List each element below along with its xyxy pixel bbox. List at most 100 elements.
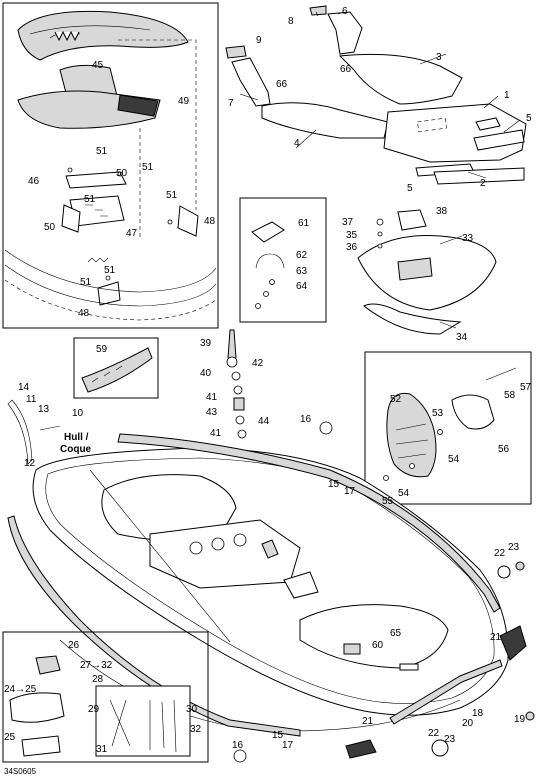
callout-5b: 5 bbox=[407, 183, 413, 194]
callout-26: 26 bbox=[68, 640, 80, 651]
callout-41b: 41 bbox=[210, 428, 222, 439]
callout-20: 20 bbox=[462, 718, 474, 729]
callout-50b: 50 bbox=[44, 222, 56, 233]
callout-63: 63 bbox=[296, 266, 308, 277]
callout-10: 10 bbox=[72, 408, 84, 419]
callout-15a: 15 bbox=[328, 479, 340, 490]
grate-part-56 bbox=[451, 394, 495, 430]
callout-5a: 5 bbox=[526, 113, 532, 124]
bracket-inset-59 bbox=[73, 337, 159, 399]
callout-57: 57 bbox=[520, 382, 532, 393]
callout-42: 42 bbox=[252, 358, 264, 369]
hull-label-line2: Coque bbox=[60, 444, 92, 455]
callout-37: 37 bbox=[342, 217, 354, 228]
mat-part-4 bbox=[261, 102, 389, 139]
callout-7: 7 bbox=[228, 98, 234, 109]
callout-19: 19 bbox=[514, 714, 526, 725]
callout-24: 24→25 bbox=[4, 684, 37, 695]
callout-3: 3 bbox=[436, 52, 442, 63]
callout-22b: 22 bbox=[428, 728, 440, 739]
callout-35: 35 bbox=[346, 230, 358, 241]
callout-22a: 22 bbox=[494, 548, 506, 559]
callout-59: 59 bbox=[96, 344, 108, 355]
handle-inset bbox=[239, 197, 327, 323]
figure-code: 34S0605 bbox=[4, 767, 37, 776]
callout-60: 60 bbox=[372, 640, 384, 651]
rub-rails bbox=[7, 399, 503, 737]
callout-43: 43 bbox=[206, 407, 218, 418]
callout-41a: 41 bbox=[206, 392, 218, 403]
callout-12: 12 bbox=[24, 458, 36, 469]
seat-storage-inset bbox=[2, 2, 219, 329]
mat-part-7 bbox=[231, 57, 271, 107]
callout-51a: 51 bbox=[96, 146, 108, 157]
callout-36: 36 bbox=[346, 242, 358, 253]
lower-right-fittings bbox=[233, 421, 535, 763]
callout-21a: 21 bbox=[490, 632, 502, 643]
callout-31: 31 bbox=[96, 744, 108, 755]
callout-17a: 17 bbox=[344, 486, 356, 497]
callout-25: 25 bbox=[4, 732, 16, 743]
storage-cover-group bbox=[357, 209, 497, 335]
callout-58: 58 bbox=[504, 390, 516, 401]
callout-17b: 17 bbox=[282, 740, 294, 751]
callout-65: 65 bbox=[390, 628, 402, 639]
drain-plug-group bbox=[226, 329, 247, 439]
grate-part-52 bbox=[386, 392, 437, 478]
callout-28: 28 bbox=[92, 674, 104, 685]
callout-34: 34 bbox=[456, 332, 468, 343]
callout-18: 18 bbox=[472, 708, 484, 719]
callout-49: 49 bbox=[178, 96, 190, 107]
callout-46: 46 bbox=[28, 176, 40, 187]
callout-51c: 51 bbox=[84, 194, 96, 205]
callout-4: 4 bbox=[294, 138, 300, 149]
callout-13: 13 bbox=[38, 404, 50, 415]
callout-48b: 48 bbox=[78, 308, 90, 319]
callout-54b: 54 bbox=[398, 488, 410, 499]
callout-15b: 15 bbox=[272, 730, 284, 741]
callout-30: 30 bbox=[186, 704, 198, 715]
callout-64: 64 bbox=[296, 281, 308, 292]
callout-61: 61 bbox=[298, 218, 310, 229]
callout-54a: 54 bbox=[448, 454, 460, 465]
callout-66a: 66 bbox=[276, 79, 288, 90]
mat-part-3 bbox=[338, 53, 463, 105]
callout-45: 45 bbox=[92, 60, 104, 71]
callout-32: 32 bbox=[190, 724, 202, 735]
callout-44: 44 bbox=[258, 416, 270, 427]
mat-part-6 bbox=[327, 11, 363, 55]
seat-part bbox=[17, 10, 189, 61]
seal-part-34 bbox=[363, 303, 462, 335]
callout-48a: 48 bbox=[204, 216, 216, 227]
callout-1: 1 bbox=[504, 90, 510, 101]
toolkit-inset bbox=[2, 631, 209, 763]
callout-51f: 51 bbox=[80, 277, 92, 288]
callout-21b: 21 bbox=[362, 716, 374, 727]
callout-52: 52 bbox=[390, 394, 402, 405]
deck-mats-group bbox=[225, 5, 527, 185]
callout-29: 29 bbox=[88, 704, 100, 715]
callout-50a: 50 bbox=[116, 168, 128, 179]
callout-66b: 66 bbox=[340, 64, 352, 75]
callout-51e: 51 bbox=[104, 265, 116, 276]
callout-23a: 23 bbox=[508, 542, 520, 553]
callout-51d: 51 bbox=[166, 190, 178, 201]
callout-27: 27→32 bbox=[80, 660, 113, 671]
callout-14: 14 bbox=[18, 382, 30, 393]
callout-11: 11 bbox=[26, 394, 37, 405]
callout-labels: 1 5 5 2 3 4 6 7 8 9 66 66 45 49 51 51 51… bbox=[4, 6, 532, 776]
hull-deck bbox=[32, 447, 509, 732]
callout-39: 39 bbox=[200, 338, 212, 349]
callout-16b: 16 bbox=[232, 740, 244, 751]
callout-51b: 51 bbox=[142, 162, 154, 173]
callout-33: 33 bbox=[462, 233, 474, 244]
callout-53: 53 bbox=[432, 408, 444, 419]
callout-6: 6 bbox=[342, 6, 348, 17]
callout-38: 38 bbox=[436, 206, 448, 217]
callout-2: 2 bbox=[480, 178, 486, 189]
callout-16a: 16 bbox=[300, 414, 312, 425]
pump-grate-inset bbox=[364, 351, 532, 505]
callout-56: 56 bbox=[498, 444, 510, 455]
callout-62: 62 bbox=[296, 250, 308, 261]
callout-23b: 23 bbox=[444, 734, 456, 745]
